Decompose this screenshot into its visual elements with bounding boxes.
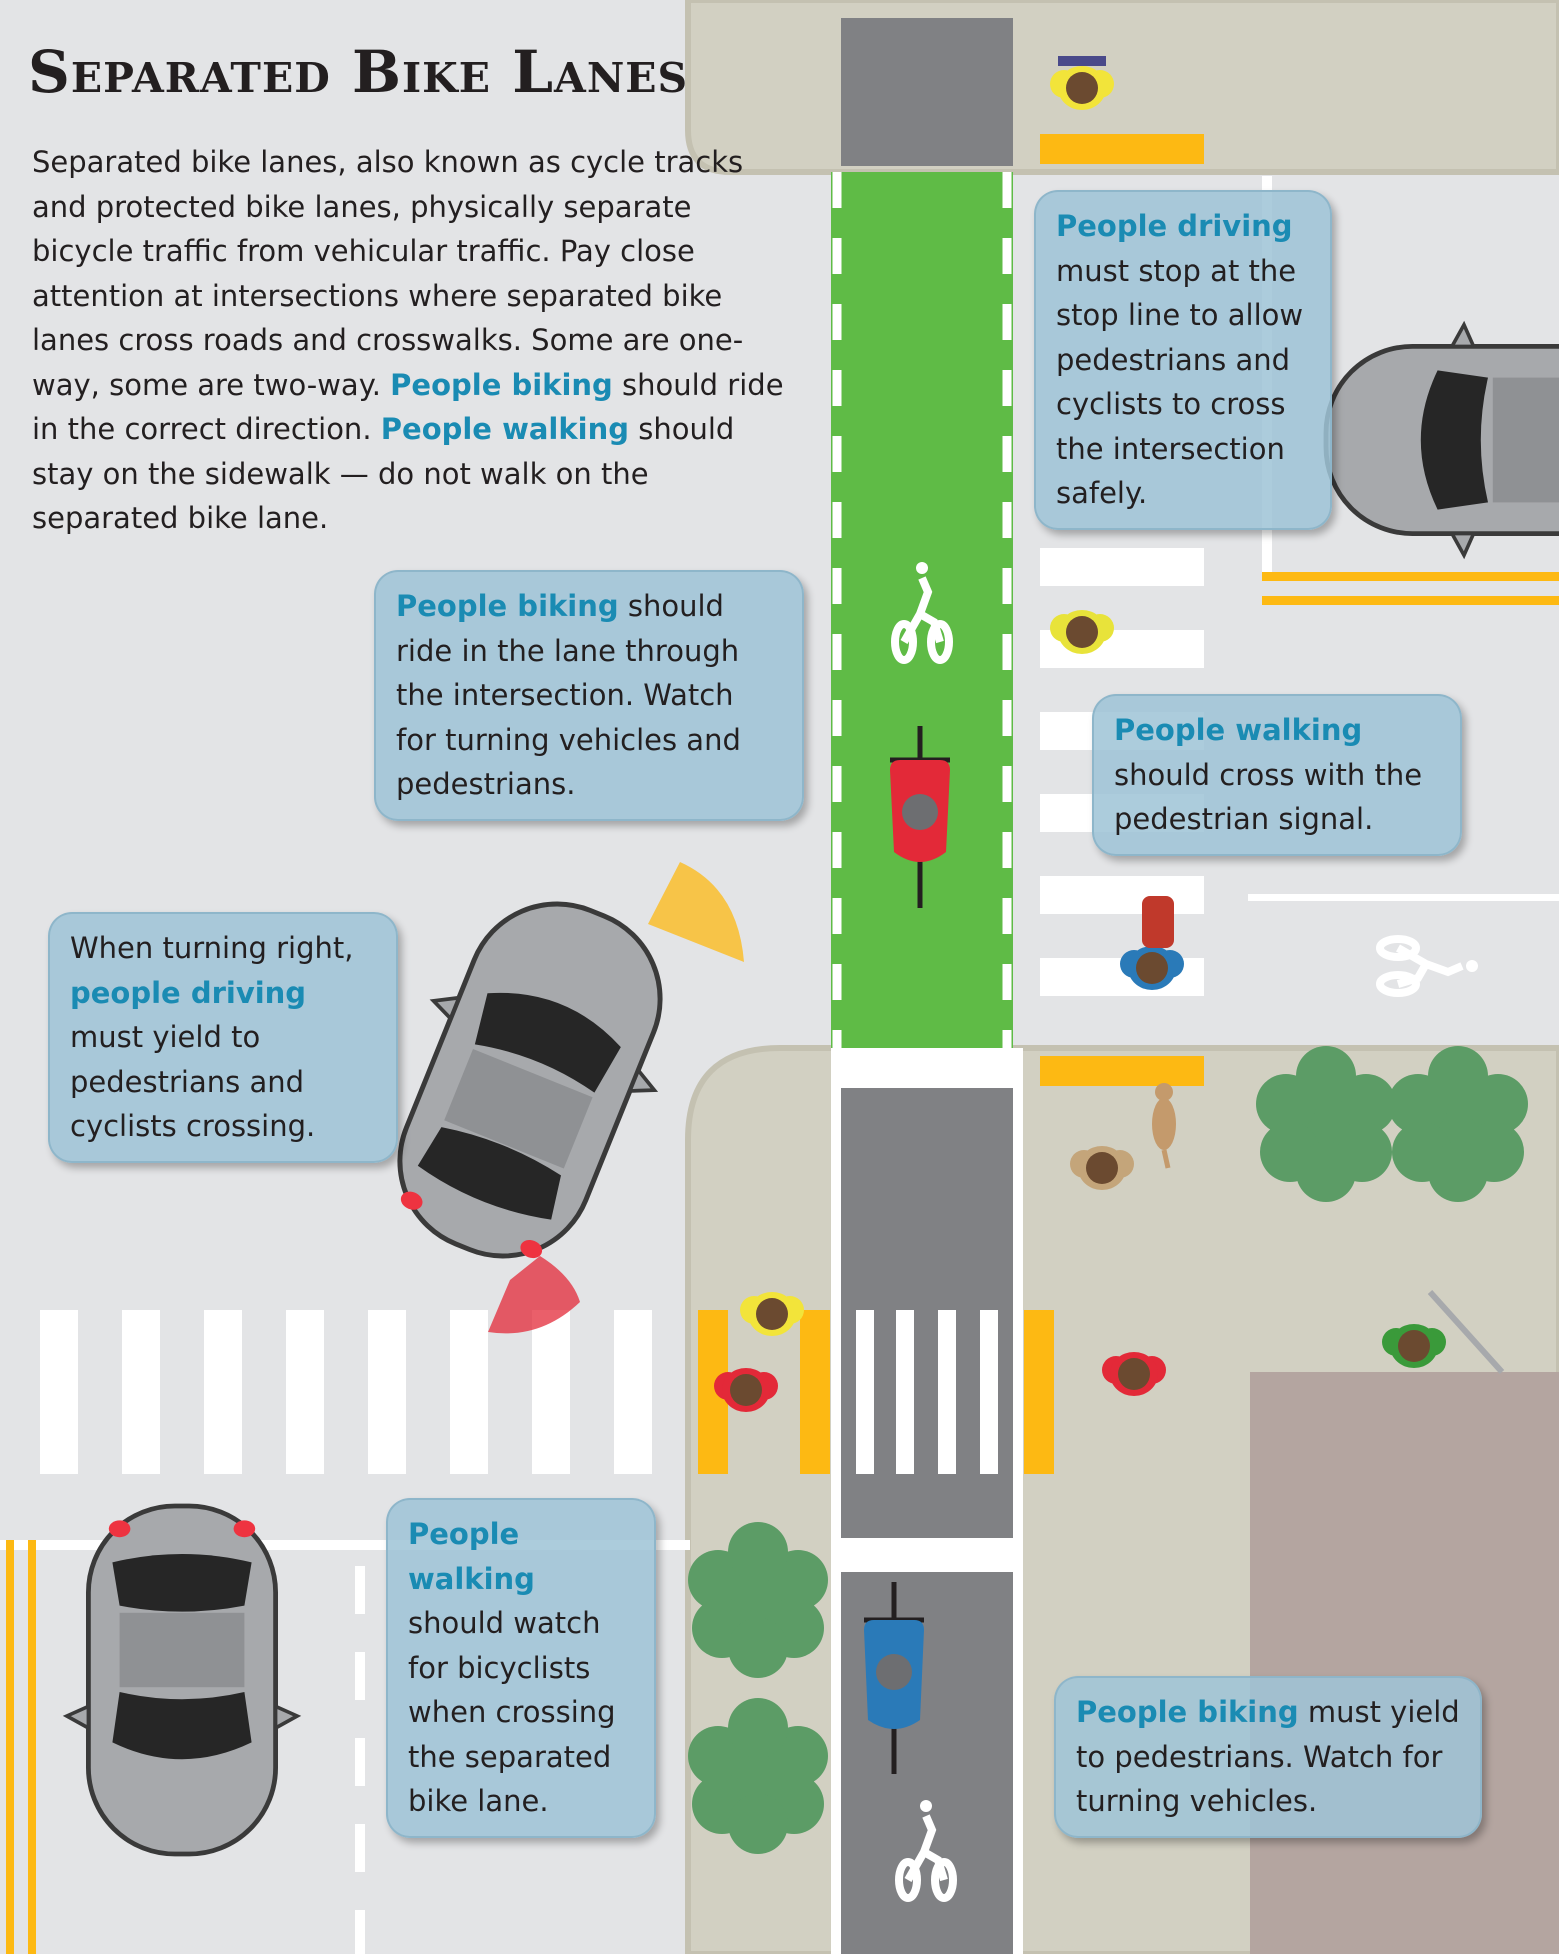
intro-highlight-walking: People walking <box>380 412 630 446</box>
dog-icon <box>1152 1083 1176 1169</box>
crosswalk-main <box>40 1310 652 1474</box>
brake-light-beam <box>488 1256 580 1334</box>
intro-paragraph: Separated bike lanes, also known as cycl… <box>32 140 802 541</box>
callout-text: should ride in the lane through the inte… <box>396 589 741 801</box>
callout-text: must yield to pedestrians. Watch for tur… <box>1076 1695 1460 1818</box>
callout-text: must stop at the stop line to allow pede… <box>1056 253 1304 511</box>
crosswalk-yellow-bars <box>698 1310 1054 1474</box>
lane-line-right <box>1248 894 1559 901</box>
callout-biking-yield: People biking must yield to pedestrians.… <box>1054 1676 1482 1838</box>
callout-text: must yield to pedestrians and cyclists c… <box>70 1020 316 1143</box>
yellow-centerline-right-2 <box>1262 596 1559 605</box>
callout-biking-lane: People biking should ride in the lane th… <box>374 570 804 821</box>
callout-text: When turning right, <box>70 931 354 965</box>
stroller-icon <box>1142 896 1174 948</box>
cyclist-red-icon <box>890 726 950 908</box>
page-title: Separated Bike Lanes <box>28 38 689 106</box>
wheelchair-icon <box>1058 56 1106 66</box>
cyclist-blue-icon <box>864 1582 924 1774</box>
callout-highlight: People driving <box>1056 209 1293 243</box>
buffer-top <box>841 18 1013 166</box>
callout-highlight: People biking <box>396 589 619 623</box>
yellow-bar-lower <box>1040 1056 1204 1086</box>
stop-line-bottom <box>0 1540 690 1550</box>
callout-driving-stop: People driving must stop at the stop lin… <box>1034 190 1332 530</box>
callout-text: should cross with the pedestrian signal. <box>1114 757 1423 837</box>
intro-text: Separated bike lanes, also known as cycl… <box>32 145 744 402</box>
yellow-centerline-bottom-2 <box>28 1540 36 1954</box>
car-bottom-icon <box>67 1506 297 1854</box>
crosswalk-bike-lane <box>856 1310 998 1474</box>
intro-text: should stay on the sidewalk — do not wal… <box>32 412 735 535</box>
intro-highlight-biking: People biking <box>390 367 613 402</box>
callout-highlight: People walking <box>1114 713 1363 747</box>
callout-highlight: People biking <box>1076 1695 1299 1729</box>
building <box>1250 1372 1559 1954</box>
yellow-centerline-right-1 <box>1262 572 1559 581</box>
intro-text: should ride in the correct direction. <box>32 367 784 447</box>
callout-highlight: people driving <box>70 975 307 1010</box>
building-railing <box>1427 1289 1505 1375</box>
callout-turning-right: When turning right, people driving must … <box>48 912 398 1163</box>
callout-highlight: People walking <box>408 1517 535 1596</box>
headlight-beam <box>648 862 744 962</box>
yellow-centerline-bottom-1 <box>6 1540 14 1954</box>
callout-text: should watch for bicyclists when crossin… <box>408 1606 616 1818</box>
yellow-bar-top <box>1040 134 1204 164</box>
callout-walking-signal: People walking should cross with the ped… <box>1092 694 1462 856</box>
callout-walking-watch: People walking should watch for bicyclis… <box>386 1498 656 1838</box>
